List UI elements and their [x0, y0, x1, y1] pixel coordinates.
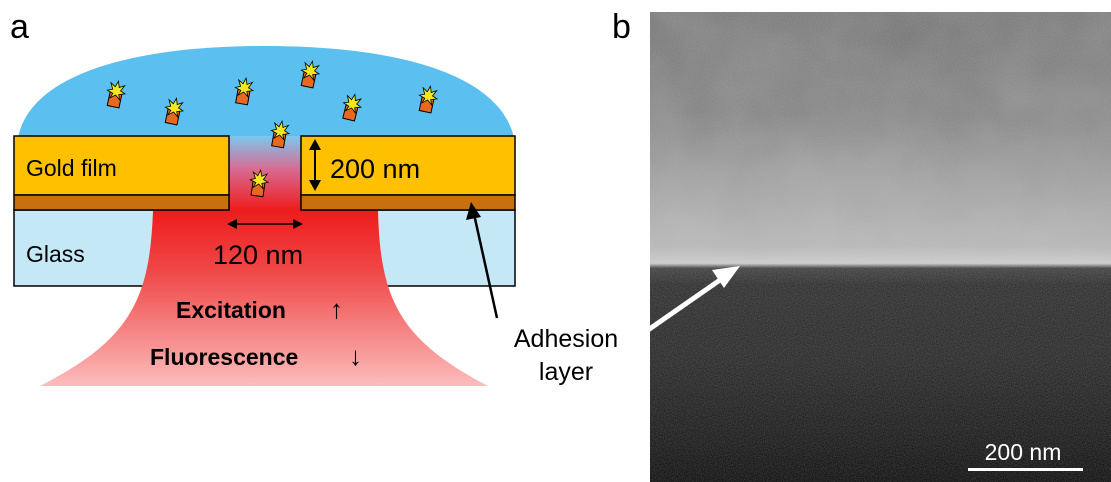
solution-droplet [18, 46, 514, 138]
excitation-beam [40, 210, 488, 386]
thickness-arrowhead-bottom [309, 180, 321, 191]
panel-a-diagram: Gold film 200 nm Glass 120 nm Excitation… [13, 46, 618, 386]
scale-bar-label: 200 nm [985, 439, 1062, 465]
adhesion-pointer-arrow [472, 213, 499, 319]
panel-b-letter: b [612, 8, 631, 46]
thickness-label: 200 nm [330, 154, 420, 184]
fluorophore [234, 76, 255, 106]
fluorophore [342, 93, 363, 122]
fluorescence-arrow-icon: ↓ [349, 341, 362, 371]
fluorophore [418, 85, 439, 114]
aperture-arrowhead-right [293, 219, 303, 229]
adhesion-layer-right [300, 194, 516, 211]
adhesion-pointer-arrowhead-white [712, 266, 740, 288]
excitation-arrow-icon: ↑ [330, 294, 343, 324]
excitation-label: Excitation [176, 297, 286, 323]
fluorophore [164, 97, 185, 126]
adhesion-pointer-arrow-white [650, 277, 722, 332]
fluorophore [106, 80, 127, 109]
nanoaperture [229, 136, 301, 210]
panel-a-letter: a [10, 8, 29, 46]
aperture-arrowhead-left [227, 219, 237, 229]
adhesion-pointer-arrowhead [466, 202, 481, 220]
gold-film-right [300, 135, 516, 196]
adhesion-layer-left [13, 194, 230, 211]
micrograph-grain [650, 12, 1111, 482]
gold-film-label: Gold film [26, 155, 117, 181]
aperture-size-label: 120 nm [213, 240, 303, 270]
thickness-arrowhead-top [309, 139, 321, 150]
scale-bar [968, 468, 1083, 471]
fluorophore [270, 119, 291, 149]
fluorophore [300, 60, 321, 89]
fluorophore [249, 168, 270, 198]
panel-b-micrograph: 200 nm [650, 12, 1111, 482]
adhesion-annotation-line1: Adhesion [514, 325, 618, 353]
fluorescence-label: Fluorescence [150, 344, 298, 370]
glass-label: Glass [26, 241, 85, 267]
adhesion-annotation-line2: layer [539, 358, 593, 386]
